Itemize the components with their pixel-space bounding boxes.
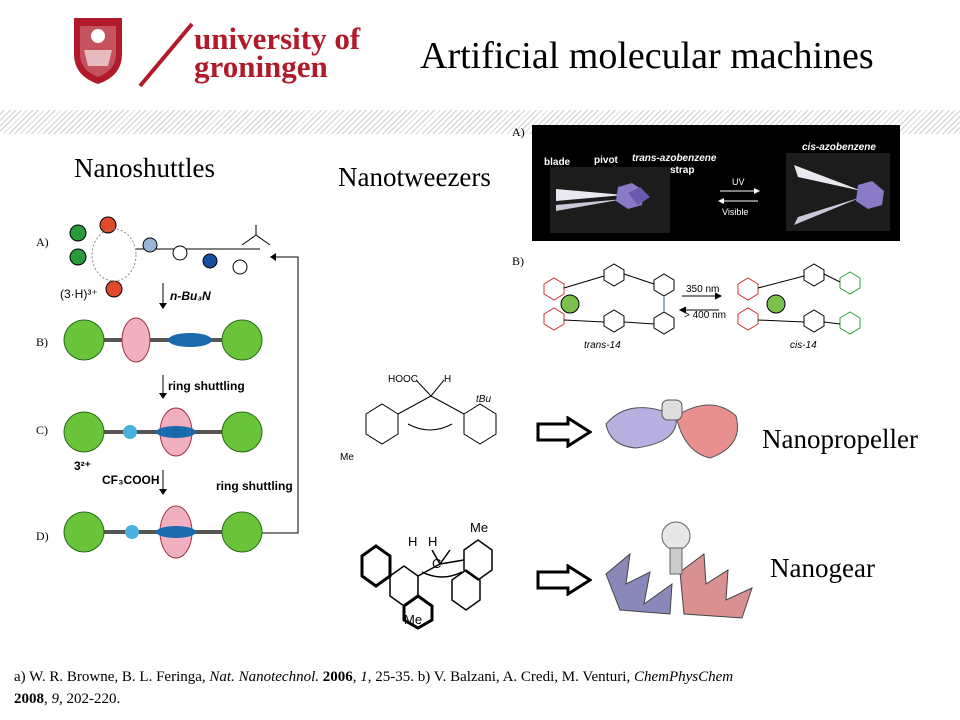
strap-label: strap <box>670 165 695 176</box>
nanoshuttles-title: Nanoshuttles <box>74 153 215 183</box>
arrow-propeller-icon <box>536 416 592 448</box>
propeller-model <box>605 399 738 459</box>
gear-me-label: Me <box>470 520 489 535</box>
reagent-label-1: n-Bu₃N <box>170 289 211 303</box>
tweezer-label-a: A) <box>512 125 525 139</box>
propeller-structure: HOOC H tBu Me <box>336 368 526 472</box>
pivot-label: pivot <box>594 155 618 166</box>
nanotweezers-title: Nanotweezers <box>338 162 491 192</box>
h-label: H <box>444 374 452 385</box>
visible-label: Visible <box>722 207 749 217</box>
shuttle-row-d <box>63 505 263 559</box>
tbu-label: tBu <box>476 394 492 405</box>
step-label-1: ring shuttling <box>168 379 245 393</box>
ref-b-authors: b) V. Balzani, A. Credi, M. Venturi, <box>413 669 634 685</box>
ref-b-journal: ChemPhysChem <box>633 669 734 685</box>
gear-structure-diagram <box>360 539 493 630</box>
nanopropeller-title: Nanopropeller <box>762 424 918 454</box>
nanoshuttle-figure: A) B) C) D) (3·H)³⁺ n-Bu₃N ring shuttlin… <box>30 215 320 575</box>
me-label: Me <box>340 452 354 463</box>
ref-a-pages: , 25-35. <box>367 669 414 685</box>
ref-b-volume: 9 <box>51 691 60 707</box>
tweezer-label-b: B) <box>512 254 524 268</box>
compound-label-2: 3²⁺ <box>74 459 92 473</box>
tweezer-diagram <box>550 153 890 233</box>
divider-slash <box>138 22 194 88</box>
step-label-2: ring shuttling <box>216 479 293 493</box>
blade-label: blade <box>544 157 571 168</box>
tweezer-structure-diagram <box>543 263 861 335</box>
tweezer-image-a: blade pivot trans-azobenzene strap cis-a… <box>532 125 900 241</box>
references: a) W. R. Browne, B. L. Feringa, Nat. Nan… <box>14 669 734 707</box>
reagent-label-2: CF₃COOH <box>102 473 160 487</box>
trans-14-label: trans-14 <box>584 340 621 351</box>
hooc-label: HOOC <box>388 374 418 385</box>
ref-a-journal: Nat. Nanotechnol. <box>209 669 319 685</box>
ref-a-authors: a) W. R. Browne, B. L. Feringa, <box>14 669 210 685</box>
shuttle-label-a: A) <box>36 235 49 249</box>
shuttle-label-d: D) <box>36 529 49 543</box>
uv-label: UV <box>732 177 745 187</box>
cis-azobenzene-label: cis-azobenzene <box>802 142 876 153</box>
gear-me-label-2: Me <box>404 612 423 627</box>
gear-structure: H H C Me Me <box>352 520 532 632</box>
shuttle-row-c <box>63 407 263 457</box>
ref-b-pages: , 202-220. <box>59 691 121 707</box>
logo-line1: university of <box>194 21 361 56</box>
shuttle-row-b <box>63 317 263 363</box>
logo-line2: groningen <box>194 49 328 84</box>
crown-ether-structure <box>69 216 271 298</box>
shuttle-label-c: C) <box>36 423 48 437</box>
gear-h-label-2: H <box>428 534 438 549</box>
ref-a-year: 2006 <box>322 669 353 685</box>
propeller-structure-diagram <box>365 379 497 445</box>
shuttle-label-b: B) <box>36 335 48 349</box>
gear-model <box>605 521 753 619</box>
trans-azobenzene-label: trans-azobenzene <box>632 153 717 164</box>
tweezer-image-b: 350 nm > 400 nm trans-14 cis-14 <box>534 258 864 356</box>
ref-b-year: 2008 <box>14 691 44 707</box>
gear-h-label-1: H <box>408 534 418 549</box>
nanogear-title: Nanogear <box>770 553 875 583</box>
wavelength-label-1: 350 nm <box>686 284 720 295</box>
page-title: Artificial molecular machines <box>420 35 874 77</box>
compound-label: (3·H)³⁺ <box>60 287 98 301</box>
cis-14-label: cis-14 <box>790 340 817 351</box>
ref-a-volume: 1 <box>360 669 368 685</box>
gear-c-label: C <box>432 556 442 571</box>
university-logo: university of groningen <box>72 14 372 94</box>
shield-icon <box>74 18 122 84</box>
arrow-gear-icon <box>536 564 592 596</box>
wavelength-label-2: > 400 nm <box>684 310 726 321</box>
shuttle-diagram <box>63 216 299 559</box>
